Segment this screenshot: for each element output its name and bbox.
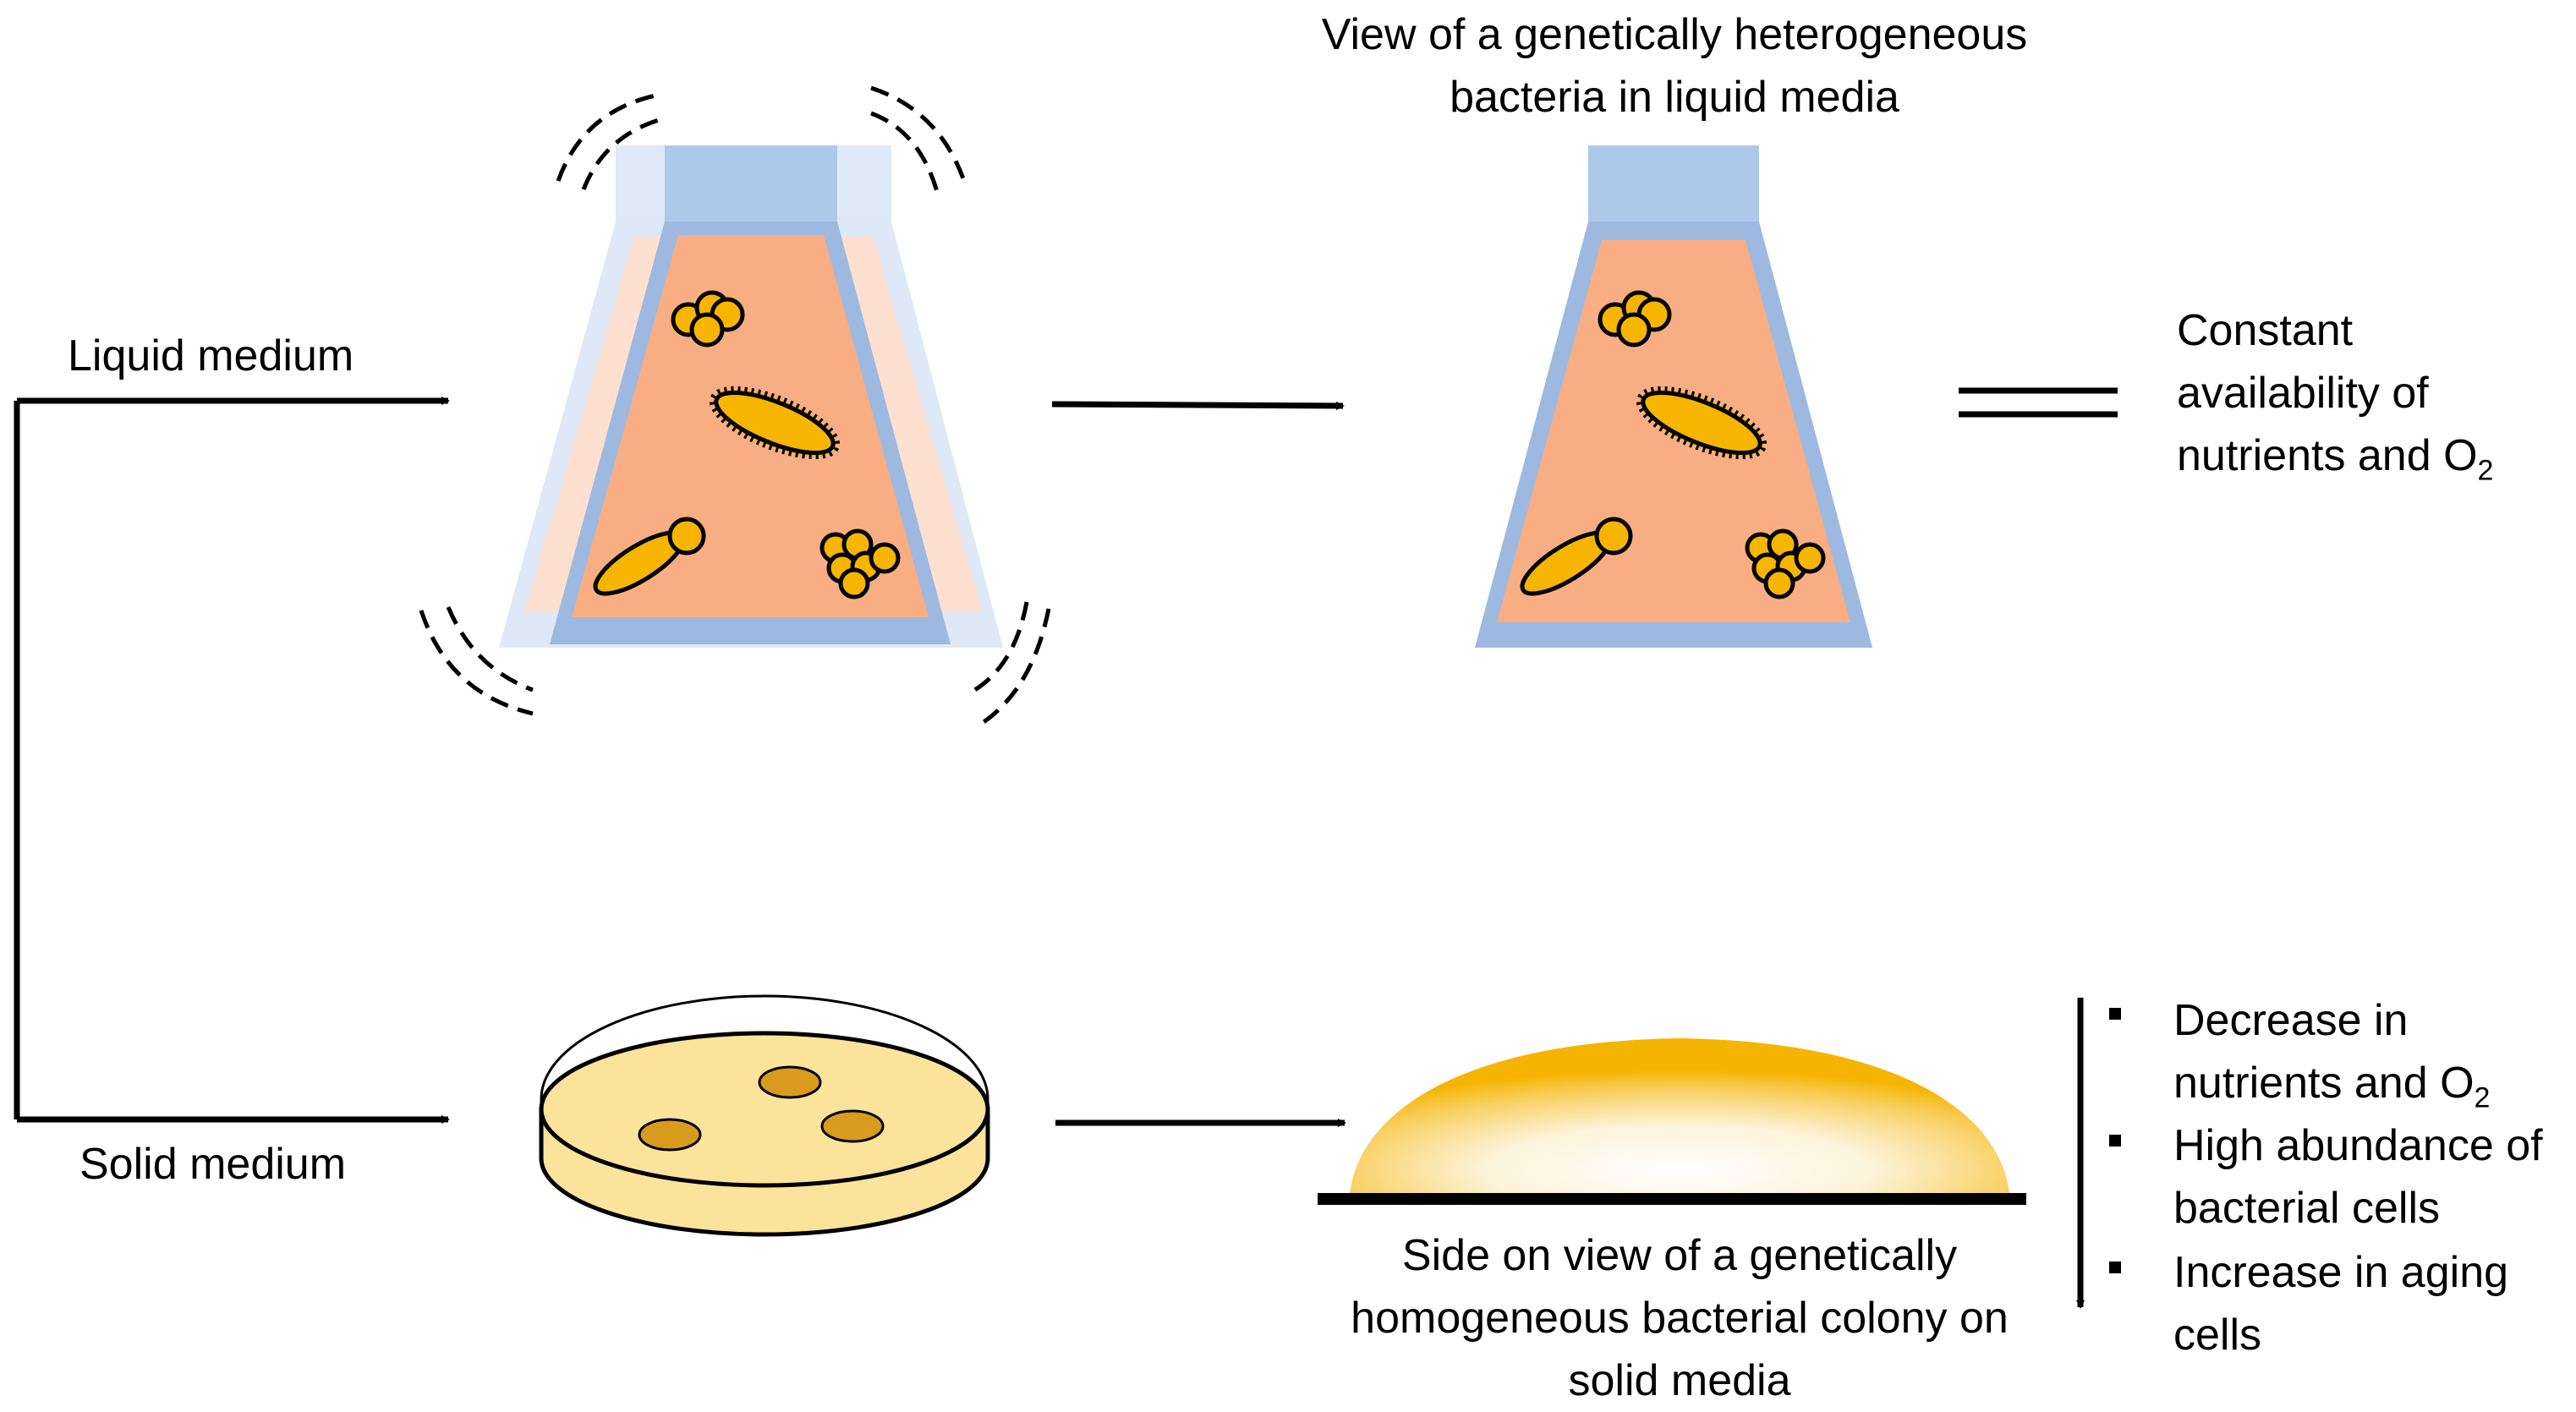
constant-availability-line3: nutrients and O2 <box>2177 424 2493 501</box>
liquid-medium-label: Liquid medium <box>68 331 354 380</box>
petri-lid <box>540 994 989 1100</box>
bullet-item-1-line2-text: nutrients and O <box>2173 1059 2475 1108</box>
bullet-marker <box>2109 1261 2121 1273</box>
view-flagellated-rod-icon <box>1636 386 1768 460</box>
constant-availability-line3-text: nutrients and O <box>2177 431 2478 480</box>
bullet-item-2-line2: bacterial cells <box>2173 1184 2441 1233</box>
colony-side-view <box>1318 1038 2026 1205</box>
solid-view-caption: Side on view of a genetically homogeneou… <box>1257 1224 2102 1412</box>
view-budding-yeast-icon <box>1520 517 1633 596</box>
shaking-flask <box>419 85 1051 730</box>
colony-dome <box>1350 1038 2009 1194</box>
solid-view-caption-line3: solid media <box>1568 1356 1791 1405</box>
solid-view-caption-line2: homogeneous bacterial colony on <box>1351 1294 2009 1343</box>
bullet-o2-subscript: 2 <box>2474 1081 2491 1114</box>
colony-spots <box>638 1065 885 1152</box>
bullet-item-3-line1: Increase in aging <box>2173 1248 2509 1297</box>
liquid-view-caption: View of a genetically heterogeneous bact… <box>1252 3 2097 129</box>
liquid-view-caption-line2: bacteria in liquid media <box>1450 73 1899 122</box>
bullet-item-1-line1: Decrease in <box>2173 996 2409 1045</box>
petri-dish <box>539 994 990 1237</box>
bullet-item-1-line2: nutrients and O2 <box>2173 1052 2490 1129</box>
staphylococcus-cluster-icon <box>819 528 901 599</box>
solid-medium-label: Solid medium <box>79 1140 347 1189</box>
bullet-item-3: Increase in aging cells <box>2173 1241 2508 1366</box>
bullet-marker <box>2109 1135 2121 1147</box>
constant-availability-line1: Constant <box>2177 306 2354 355</box>
solid-view-caption-line1: Side on view of a genetically <box>1401 1231 1958 1280</box>
constant-availability-text: Constant availability of nutrients and O… <box>2177 299 2493 501</box>
o2-subscript: 2 <box>2477 454 2494 487</box>
view-staphylococcus-cluster-icon <box>1745 528 1826 599</box>
budding-yeast-icon <box>593 517 706 596</box>
view-flask <box>1475 145 1872 648</box>
constant-availability-line2: availability of <box>2177 369 2429 418</box>
liquid-view-caption-line1: View of a genetically heterogeneous <box>1321 10 2028 59</box>
shake-motion-marks <box>419 85 1051 730</box>
bullet-item-3-line2: cells <box>2173 1311 2262 1360</box>
equals-sign <box>1959 387 2118 418</box>
coccus-cluster-icon <box>671 290 745 348</box>
bullet-marker <box>2109 1008 2121 1020</box>
bullet-item-2: High abundance of bacterial cells <box>2173 1114 2543 1240</box>
flagellated-rod-icon <box>709 386 841 460</box>
branch-connector <box>14 397 450 1124</box>
liquid-process-arrow <box>1051 401 1345 410</box>
view-coccus-cluster-icon <box>1598 290 1672 348</box>
bullet-item-1: Decrease in nutrients and O2 <box>2173 989 2490 1129</box>
bullet-item-2-line1: High abundance of <box>2173 1121 2543 1170</box>
